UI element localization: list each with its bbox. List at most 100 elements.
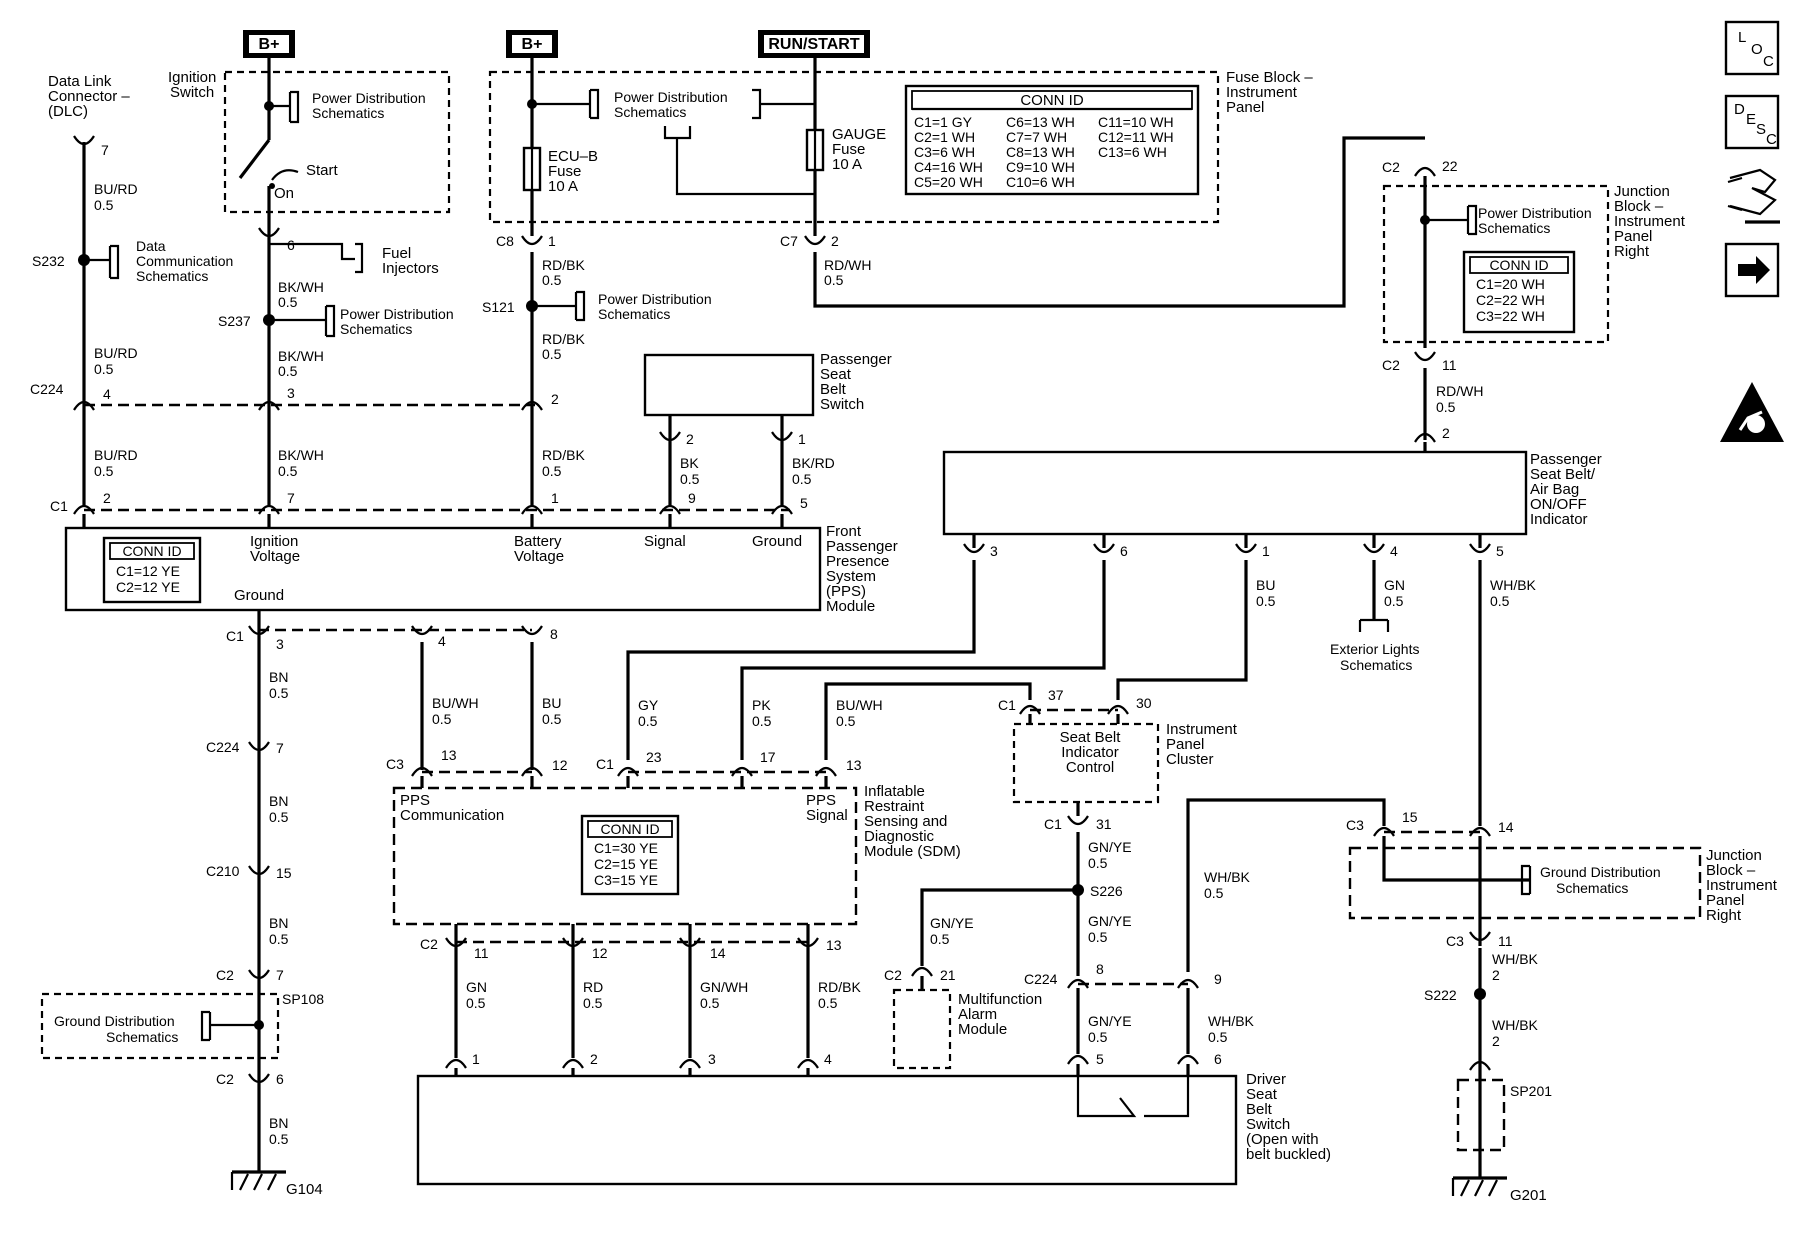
svg-text:WH/BK: WH/BK	[1204, 869, 1251, 885]
wire-rd-wh-gauge	[813, 136, 1425, 308]
splice-s222	[1474, 988, 1486, 1000]
svg-text:12: 12	[592, 945, 608, 961]
svg-text:C1: C1	[998, 697, 1016, 713]
svg-text:PPS: PPS	[400, 792, 430, 809]
svg-text:C2=15 YE: C2=15 YE	[594, 856, 658, 872]
svg-text:Sensing and: Sensing and	[864, 813, 947, 830]
svg-text:C1: C1	[226, 628, 244, 644]
svg-text:Alarm: Alarm	[958, 1006, 997, 1023]
svg-text:GN/YE: GN/YE	[1088, 913, 1132, 929]
svg-text:Switch: Switch	[820, 396, 864, 413]
schematic-connector-icon[interactable]	[1727, 168, 1780, 224]
svg-text:On: On	[274, 185, 294, 202]
svg-text:13: 13	[826, 937, 842, 953]
svg-text:0.5: 0.5	[836, 713, 856, 729]
svg-text:C3: C3	[1446, 933, 1464, 949]
svg-text:3: 3	[276, 636, 284, 652]
desc-icon[interactable]: D E S C	[1724, 94, 1780, 150]
svg-text:Ground: Ground	[234, 587, 284, 604]
svg-text:12: 12	[552, 757, 568, 773]
junction-block-bottom	[1348, 846, 1702, 920]
svg-text:7: 7	[287, 490, 295, 506]
svg-text:Data: Data	[136, 238, 166, 254]
svg-text:Diagnostic: Diagnostic	[864, 828, 935, 845]
svg-text:0.5: 0.5	[680, 471, 700, 487]
svg-text:RUN/START: RUN/START	[768, 36, 859, 53]
svg-text:Instrument: Instrument	[1226, 84, 1298, 101]
svg-text:0.5: 0.5	[1088, 1029, 1108, 1045]
svg-text:2: 2	[103, 490, 111, 506]
svg-text:Power Distribution: Power Distribution	[312, 90, 426, 106]
next-arrow-icon[interactable]	[1724, 242, 1780, 298]
svg-text:Restraint: Restraint	[864, 798, 925, 815]
wire-wh-bk-driver	[1186, 798, 1386, 972]
svg-text:Switch: Switch	[1246, 1116, 1290, 1133]
svg-text:Schematics: Schematics	[312, 105, 384, 121]
svg-text:BU/RD: BU/RD	[94, 345, 138, 361]
svg-text:C2: C2	[216, 967, 234, 983]
svg-text:Ground Distribution: Ground Distribution	[1540, 864, 1661, 880]
source-run-start: RUN/START	[758, 30, 870, 58]
svg-text:GN/YE: GN/YE	[1088, 839, 1132, 855]
svg-text:C1: C1	[50, 498, 68, 514]
svg-text:Seat: Seat	[820, 366, 852, 383]
svg-text:Schematics: Schematics	[1340, 657, 1412, 673]
wire-gn-ye-alarm	[920, 888, 1078, 966]
loc-icon[interactable]: L O C	[1724, 20, 1780, 76]
svg-text:13: 13	[441, 747, 457, 763]
gauge-fuse-label: GAUGE Fuse 10 A	[832, 126, 886, 173]
svg-text:BN: BN	[269, 793, 288, 809]
svg-text:Schematics: Schematics	[614, 104, 686, 120]
svg-text:0.5: 0.5	[278, 463, 298, 479]
svg-text:10 A: 10 A	[548, 178, 578, 195]
svg-text:RD: RD	[583, 979, 603, 995]
svg-text:G104: G104	[286, 1181, 323, 1198]
ground-distribution-box-left	[40, 992, 280, 1060]
svg-text:S237: S237	[218, 313, 251, 329]
svg-text:Schematics: Schematics	[598, 306, 670, 322]
multifunction-alarm-box	[892, 988, 952, 1070]
svg-text:CONN ID: CONN ID	[1020, 92, 1084, 109]
svg-text:S232: S232	[32, 253, 65, 269]
svg-text:S: S	[1756, 121, 1766, 138]
passenger-seat-belt-switch-label: Passenger Seat Belt Switch	[820, 351, 892, 413]
svg-text:1: 1	[472, 1051, 480, 1067]
svg-text:3: 3	[990, 543, 998, 559]
ground-g201: G201	[1451, 1176, 1547, 1204]
svg-text:ECU–B: ECU–B	[548, 148, 598, 165]
svg-text:1: 1	[548, 233, 556, 249]
passenger-seat-belt-switch	[643, 353, 815, 417]
svg-text:5: 5	[1496, 543, 1504, 559]
svg-text:BU/RD: BU/RD	[94, 447, 138, 463]
svg-text:0.5: 0.5	[542, 463, 562, 479]
sdm-box	[392, 786, 858, 926]
svg-text:BK/WH: BK/WH	[278, 447, 324, 463]
svg-text:31: 31	[1096, 816, 1112, 832]
svg-text:Schematics: Schematics	[340, 321, 412, 337]
svg-text:Switch: Switch	[170, 84, 214, 101]
svg-text:C9=10 WH: C9=10 WH	[1006, 159, 1075, 175]
svg-text:C7: C7	[780, 233, 798, 249]
svg-text:0.5: 0.5	[792, 471, 812, 487]
svg-text:WH/BK: WH/BK	[1208, 1013, 1255, 1029]
passenger-airbag-indicator	[942, 450, 1528, 536]
svg-text:2: 2	[686, 431, 694, 447]
svg-text:BK/WH: BK/WH	[278, 279, 324, 295]
svg-text:0.5: 0.5	[1436, 399, 1456, 415]
data-comm-ref: Data Communication Schematics	[136, 238, 233, 284]
svg-text:C1: C1	[596, 756, 614, 772]
svg-text:Block –: Block –	[1614, 198, 1664, 215]
svg-text:Inflatable: Inflatable	[864, 783, 925, 800]
svg-text:S226: S226	[1090, 883, 1123, 899]
svg-text:C7=7 WH: C7=7 WH	[1006, 129, 1067, 145]
svg-text:C2: C2	[216, 1071, 234, 1087]
svg-text:13: 13	[846, 757, 862, 773]
svg-text:C3=6 WH: C3=6 WH	[914, 144, 975, 160]
svg-text:S222: S222	[1424, 987, 1457, 1003]
svg-text:GN/WH: GN/WH	[700, 979, 748, 995]
svg-text:BK: BK	[680, 455, 699, 471]
svg-text:RD/BK: RD/BK	[542, 447, 585, 463]
svg-text:belt buckled): belt buckled)	[1246, 1146, 1331, 1163]
svg-text:C4=16 WH: C4=16 WH	[914, 159, 983, 175]
svg-text:SP108: SP108	[282, 991, 324, 1007]
